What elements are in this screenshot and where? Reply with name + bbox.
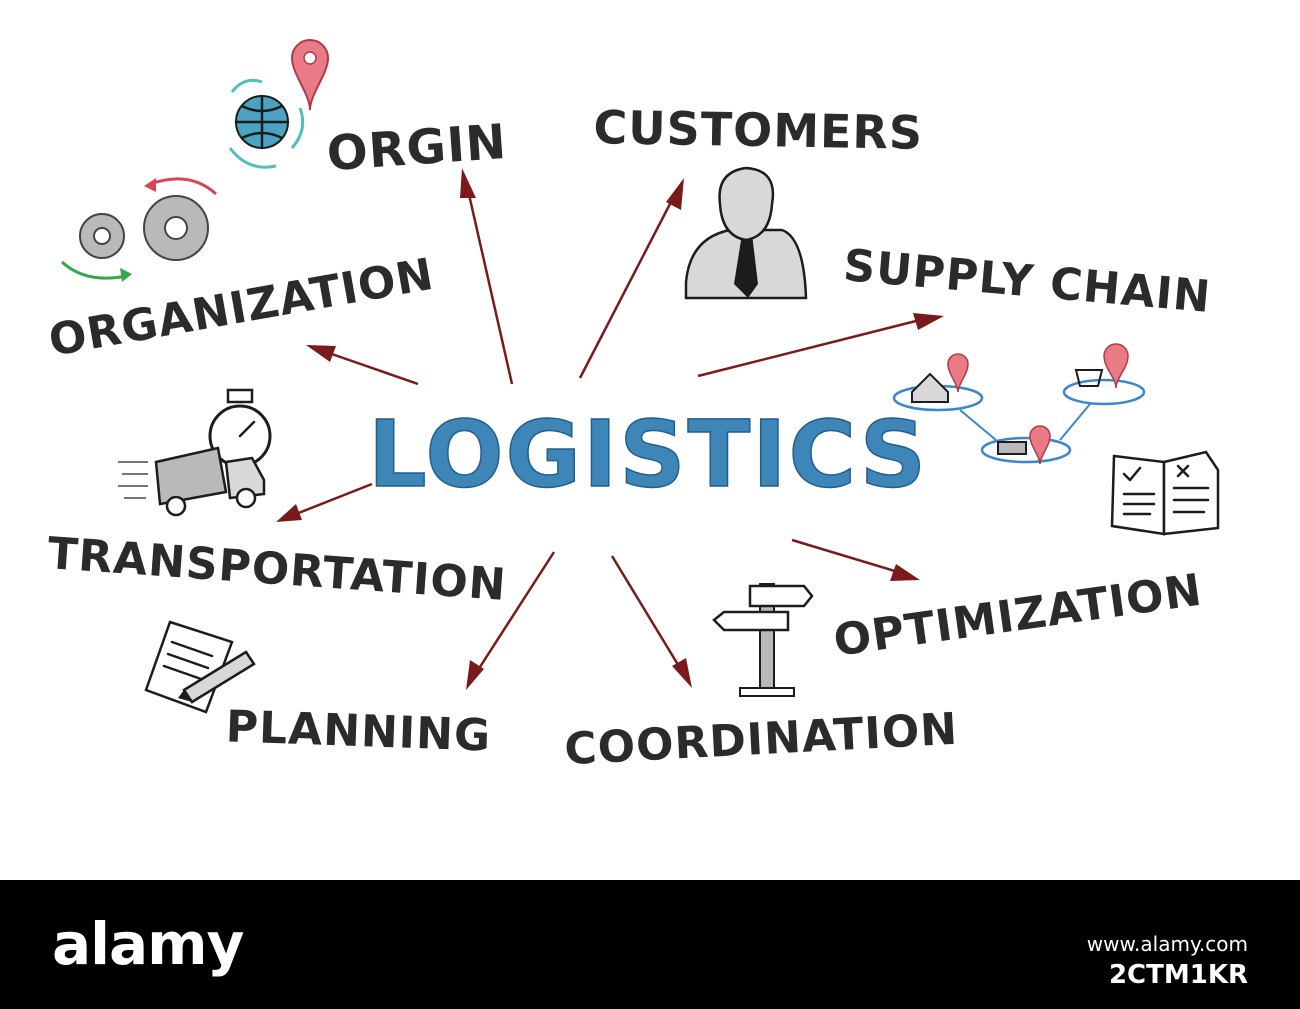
mind-map: LOGISTICS ORGIN CUSTOMERS ORGANIZATION S…: [45, 39, 1220, 776]
arrow-supply-chain: [697, 313, 944, 378]
label-planning: PLANNING: [225, 701, 492, 761]
arrow-planning: [466, 551, 556, 690]
label-origin: ORGIN: [325, 114, 509, 182]
arrow-optimization: [791, 538, 920, 581]
globe-pin-icon: [228, 39, 330, 169]
center-concept: LOGISTICS: [368, 401, 928, 508]
label-organization: ORGANIZATION: [45, 249, 438, 367]
businessman-icon: [684, 166, 808, 300]
arrow-transportation: [276, 482, 373, 522]
arrow-origin: [460, 168, 514, 385]
arrow-customers: [578, 178, 684, 379]
label-customers: CUSTOMERS: [593, 100, 923, 160]
footer-url: www.alamy.com: [1086, 932, 1248, 956]
image-id: 2CTM1KR: [1108, 960, 1248, 990]
footer-caption: www.alamy.com 2CTM1KR: [1087, 932, 1248, 990]
arrow-organization: [306, 345, 419, 386]
checklist-book-icon: [1110, 450, 1220, 536]
label-transportation: TRANSPORTATION: [46, 528, 508, 611]
arrow-coordination: [610, 555, 692, 688]
document-pencil-icon: [144, 620, 256, 714]
label-coordination: COORDINATION: [563, 704, 959, 776]
label-optimization: OPTIMIZATION: [831, 565, 1206, 667]
label-supply-chain: SUPPLY CHAIN: [841, 240, 1213, 323]
stock-footer: alamy www.alamy.com 2CTM1KR: [0, 880, 1300, 1009]
signpost-icon: [712, 583, 814, 697]
truck-stopwatch-icon: [118, 388, 272, 517]
gears-icon: [60, 177, 218, 282]
supply-route-icon: [892, 343, 1146, 465]
brand-logo: alamy: [52, 910, 244, 978]
